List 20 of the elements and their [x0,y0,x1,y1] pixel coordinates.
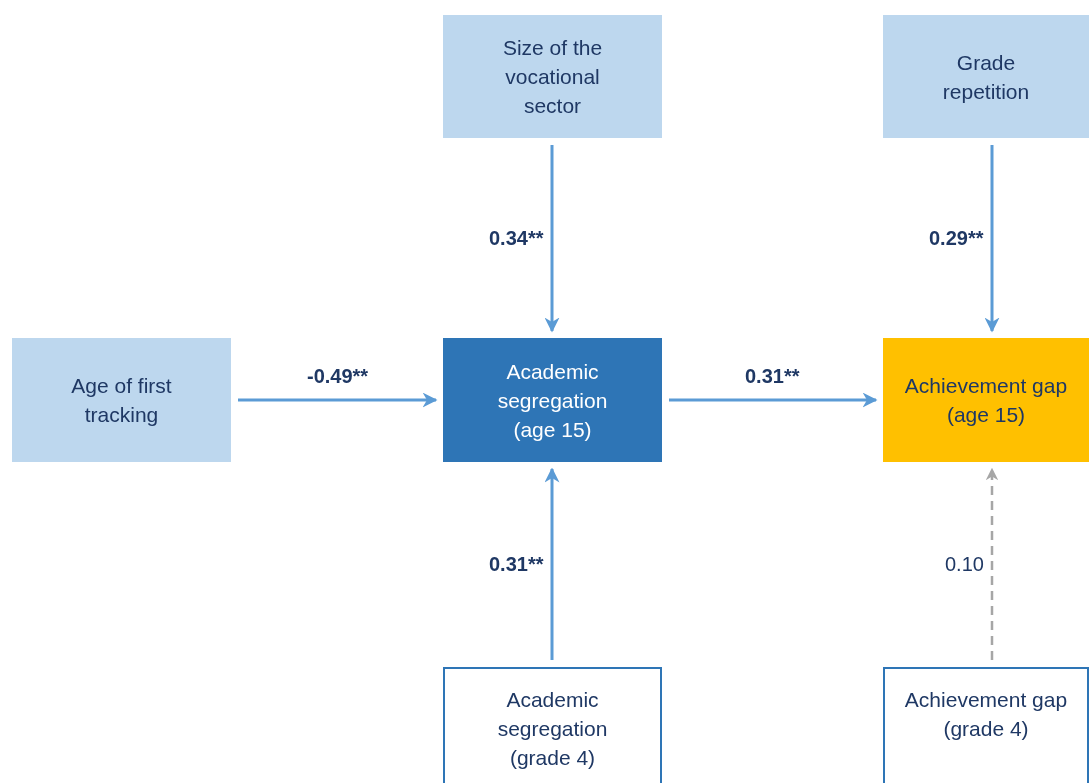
arrow [985,467,999,660]
arrow [544,145,560,333]
arrow [669,392,878,408]
outcome-box [883,338,1089,462]
arrow [984,145,1000,333]
arrow [544,467,560,660]
prior-measure-box [883,667,1089,783]
prior-measure-box [443,667,662,783]
node-label: Size of the vocational sector [501,35,604,119]
node-label: Achievement gap (age 15) [903,373,1069,428]
arrow [238,392,438,408]
node-label: Grade repetition [941,49,1031,105]
factor-box [443,15,662,138]
node-label: Achievement gap (grade 4) [903,687,1069,742]
node-label: Age of first tracking [70,373,173,428]
factor-box [883,15,1089,138]
node-label: Academic segregation (age 15) [496,358,609,443]
mediator-box [443,338,662,462]
node-label: Academic segregation (grade 4) [496,687,609,771]
factor-box [12,338,231,462]
